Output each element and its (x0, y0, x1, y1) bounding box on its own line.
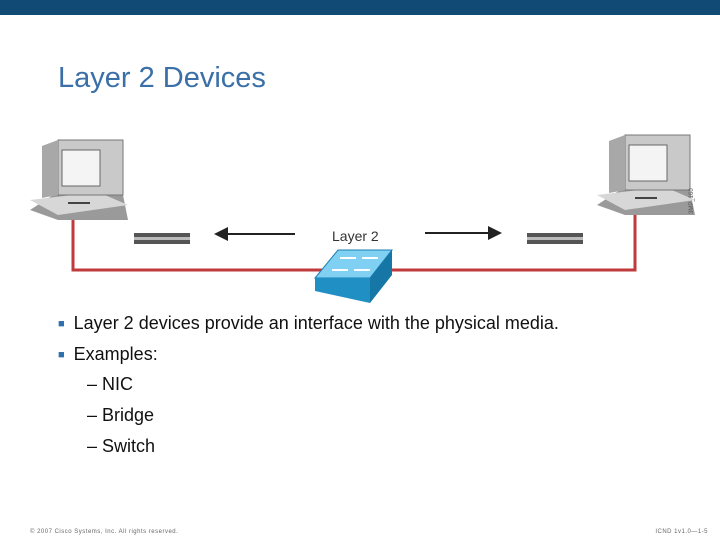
bullet-text: Examples: (73, 344, 158, 364)
bullet-text: Layer 2 devices provide an interface wit… (73, 313, 559, 333)
bullet-item-2: ■ Examples: (58, 344, 158, 365)
slide-number-footer: ICND 1v1.0—1-5 (655, 529, 708, 535)
left-computer-icon (30, 139, 128, 220)
top-bar (0, 0, 720, 15)
slide-title: Layer 2 Devices (58, 62, 266, 94)
bullet-item-1: ■ Layer 2 devices provide an interface wi… (58, 313, 559, 334)
figure-code: 3MP_160 (689, 188, 695, 214)
layer-2-label: Layer 2 (332, 228, 379, 244)
bullet-marker-icon: ■ (58, 349, 65, 361)
copyright-footer: © 2007 Cisco Systems, Inc. All rights re… (30, 529, 179, 535)
switch-icon (313, 249, 394, 303)
right-frame-icon (527, 233, 583, 244)
right-arrow-icon (425, 226, 502, 240)
sub-bullet-switch: – Switch (87, 436, 156, 456)
right-computer-icon (597, 134, 695, 215)
sub-bullet-nic: – NIC (87, 374, 134, 394)
left-frame-icon (134, 233, 190, 244)
left-arrow-icon (214, 227, 295, 241)
bullet-marker-icon: ■ (58, 318, 65, 330)
sub-bullet-bridge: – Bridge (87, 405, 155, 425)
